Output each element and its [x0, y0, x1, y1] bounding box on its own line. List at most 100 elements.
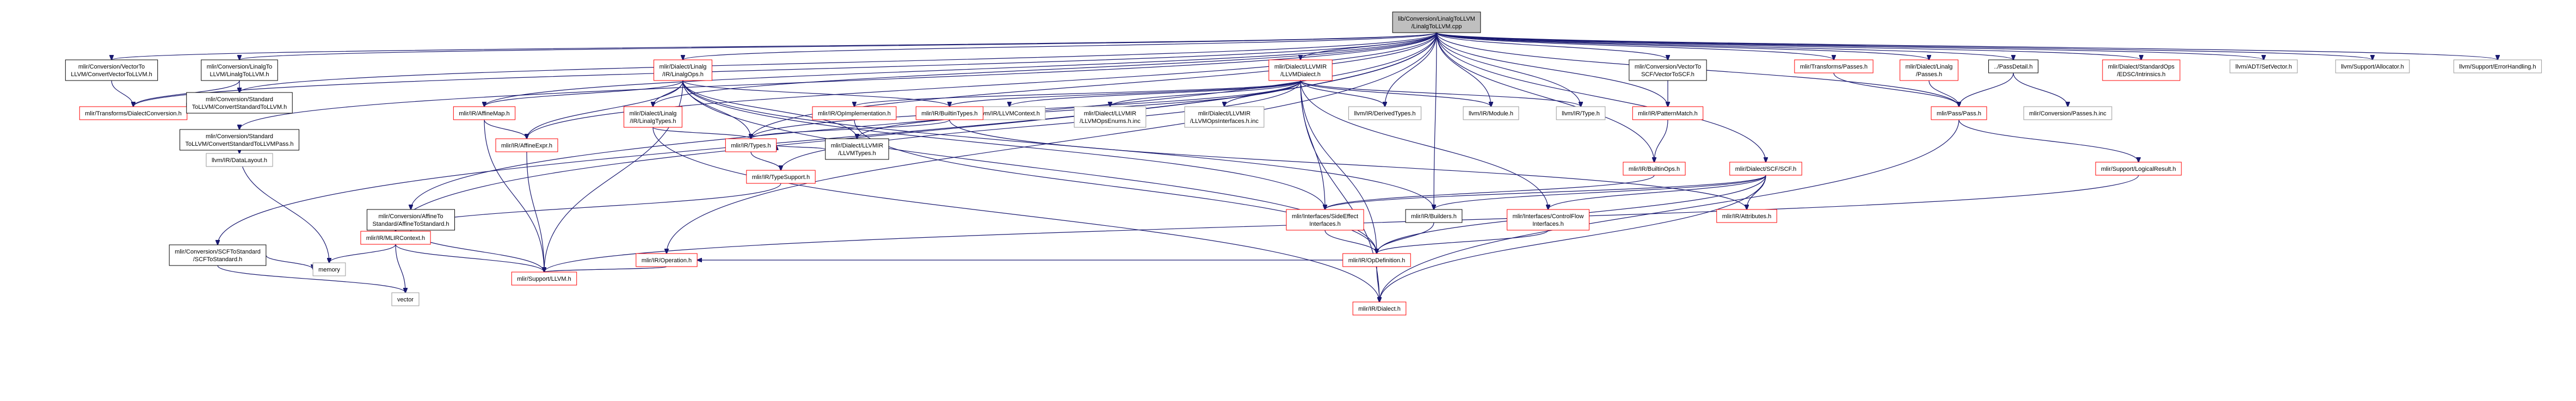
node-patternmatch[interactable]: mlir/IR/PatternMatch.h — [1632, 106, 1704, 120]
node-box — [1074, 106, 1147, 128]
edge-pass-to-dialect — [1379, 119, 1959, 302]
node-box — [366, 209, 455, 231]
node-label: mlir/Interfaces/ControlFlow — [1513, 213, 1584, 220]
node-box — [1463, 106, 1519, 120]
node-std2llvmpass[interactable]: mlir/Conversion/StandardToLLVM/ConvertSt… — [180, 129, 299, 151]
edge-root-to-edsc — [1436, 32, 2141, 60]
node-box — [973, 106, 1046, 120]
node-label: llvm/Support/Allocator.h — [2341, 64, 2404, 70]
edge-pass-to-logicalresult — [1958, 119, 2139, 162]
node-vec2scf[interactable]: mlir/Conversion/VectorToSCF/VectorToSCF.… — [1629, 59, 1707, 81]
edge-root-to-scfdialect — [1436, 32, 1766, 162]
node-label: mlir/Dialect/LLVMIR — [831, 143, 883, 149]
node-label: llvm/IR/Module.h — [1469, 110, 1513, 117]
node-box — [746, 170, 816, 184]
graph-nodes: lib/Conversion/LinalgToLLVM/LinalgToLLVM… — [65, 11, 2542, 316]
node-builtinops[interactable]: mlir/IR/BuiltinOps.h — [1623, 162, 1686, 176]
node-label: mlir/IR/Builders.h — [1411, 213, 1457, 220]
node-box — [812, 106, 897, 120]
node-builtintypes[interactable]: mlir/IR/BuiltinTypes.h — [915, 106, 984, 120]
node-operation[interactable]: mlir/IR/Operation.h — [636, 253, 698, 267]
edge-root-to-derivedtypes — [1385, 32, 1437, 107]
node-box — [1988, 59, 2038, 73]
node-box — [495, 138, 558, 152]
node-label: /LLVMDialect.h — [1280, 71, 1321, 78]
edge-linalgops-to-linalgtypes — [653, 80, 683, 107]
node-label: mlir/Conversion/VectorTo — [1635, 64, 1701, 70]
node-box — [2102, 59, 2180, 81]
node-typesupport[interactable]: mlir/IR/TypeSupport.h — [746, 170, 816, 184]
edge-transpasses-to-pass — [1833, 72, 1959, 107]
node-scf2std[interactable]: mlir/Conversion/SCFToStandard/SCFToStand… — [169, 244, 267, 266]
node-pass[interactable]: mlir/Pass/Pass.h — [1931, 106, 1987, 120]
edge-scfdialect-to-builders — [1434, 175, 1766, 209]
node-edsc[interactable]: mlir/Dialect/StandardOps/EDSC/Intrinsics… — [2102, 59, 2180, 81]
node-dialect[interactable]: mlir/IR/Dialect.h — [1352, 301, 1407, 316]
node-label: mlir/Conversion/Standard — [206, 133, 273, 140]
node-label: mlir/IR/Dialect.h — [1358, 306, 1401, 312]
node-label: mlir/Conversion/SCFToStandard — [175, 249, 261, 255]
node-linalgpasses[interactable]: mlir/Dialect/Linalg/Passes.h — [1900, 59, 1958, 81]
node-opdefinition[interactable]: mlir/IR/OpDefinition.h — [1342, 253, 1411, 267]
node-label: mlir/IR/Operation.h — [642, 257, 692, 264]
node-label: mlir/Dialect/Linalg — [630, 110, 677, 117]
node-label: llvm/IR/DerivedTypes.h — [1354, 110, 1415, 117]
node-llvmtypes[interactable]: mlir/Dialect/LLVMIR/LLVMTypes.h — [825, 138, 889, 160]
edge-llvmtypes-to-types — [777, 145, 826, 149]
node-builders[interactable]: mlir/IR/Builders.h — [1405, 209, 1463, 223]
node-passdetail[interactable]: ../PassDetail.h — [1988, 59, 2038, 73]
node-box — [915, 106, 984, 120]
node-affinemap[interactable]: mlir/IR/AffineMap.h — [453, 106, 516, 120]
node-label: mlir/IR/Types.h — [731, 143, 771, 149]
node-types[interactable]: mlir/IR/Types.h — [725, 138, 777, 152]
edge-root-to-builtinops — [1436, 32, 1654, 162]
node-label: mlir/Conversion/AffineTo — [378, 213, 443, 220]
node-llvmtype: llvm/IR/Type.h — [1556, 106, 1606, 120]
node-allocator: llvm/Support/Allocator.h — [2335, 59, 2410, 73]
node-box — [1729, 162, 1802, 176]
node-logicalresult[interactable]: mlir/Support/LogicalResult.h — [2095, 162, 2182, 176]
node-box — [624, 106, 682, 128]
node-opimpl[interactable]: mlir/IR/OpImplementation.h — [812, 106, 897, 120]
node-box — [453, 106, 516, 120]
node-vec2llvm[interactable]: mlir/Conversion/VectorToLLVM/ConvertVect… — [65, 59, 158, 81]
node-linalgtypes[interactable]: mlir/Dialect/Linalg/IR/LinalgTypes.h — [624, 106, 682, 128]
node-label: /LLVMOpsEnums.h.inc — [1080, 118, 1141, 125]
node-affineexpr[interactable]: mlir/IR/AffineExpr.h — [495, 138, 558, 152]
node-box — [65, 59, 158, 81]
node-label: Interfaces.h — [1532, 221, 1563, 227]
node-affine2std[interactable]: mlir/Conversion/AffineToStandard/AffineT… — [366, 209, 455, 231]
node-std2llvm[interactable]: mlir/Conversion/StandardToLLVM/ConvertSt… — [186, 92, 293, 114]
node-box — [1184, 106, 1265, 128]
node-dialectconv[interactable]: mlir/Transforms/DialectConversion.h — [79, 106, 188, 120]
node-label: /LinalgToLLVM.cpp — [1412, 23, 1462, 30]
edge-scfdialect-to-dialect — [1379, 175, 1766, 302]
edge-controlflow-to-opdefinition — [1377, 230, 1549, 254]
node-supportllvm[interactable]: mlir/Support/LLVM.h — [511, 272, 577, 286]
edge-llvmdialect-to-builtintypes — [950, 80, 1301, 107]
node-box — [1352, 301, 1407, 316]
node-linalg2llvm[interactable]: mlir/Conversion/LinalgToLLVM/LinalgToLLV… — [201, 59, 278, 81]
node-box — [725, 138, 777, 152]
edge-mlircontext-to-memory — [329, 244, 396, 263]
node-setvector: llvm/ADT/SetVector.h — [2229, 59, 2298, 73]
node-mlircontext[interactable]: mlir/IR/MLIRContext.h — [360, 231, 431, 245]
edge-root-to-std2llvmpass — [239, 32, 1437, 129]
node-vector: vector — [391, 292, 420, 306]
node-box — [1632, 106, 1704, 120]
node-label: mlir/Conversion/LinalgTo — [207, 64, 272, 70]
node-label: SCF/VectorToSCF.h — [1641, 71, 1694, 78]
node-transpasses[interactable]: mlir/Transforms/Passes.h — [1794, 59, 1874, 73]
node-attributes[interactable]: mlir/IR/Attributes.h — [1716, 209, 1777, 223]
node-llvmdialect[interactable]: mlir/Dialect/LLVMIR/LLVMDialect.h — [1268, 59, 1333, 81]
node-root: lib/Conversion/LinalgToLLVM/LinalgToLLVM… — [1392, 11, 1481, 33]
edge-root-to-affinemap — [484, 32, 1437, 107]
edge-opimpl-to-opdefinition — [854, 119, 1377, 254]
edge-root-to-operation — [667, 32, 1437, 254]
edge-root-to-passdetail — [1436, 32, 2013, 60]
node-box — [1286, 209, 1364, 231]
node-scfdialect[interactable]: mlir/Dialect/SCF/SCF.h — [1729, 162, 1802, 176]
node-linalgops[interactable]: mlir/Dialect/Linalg/IR/LinalgOps.h — [654, 59, 712, 81]
